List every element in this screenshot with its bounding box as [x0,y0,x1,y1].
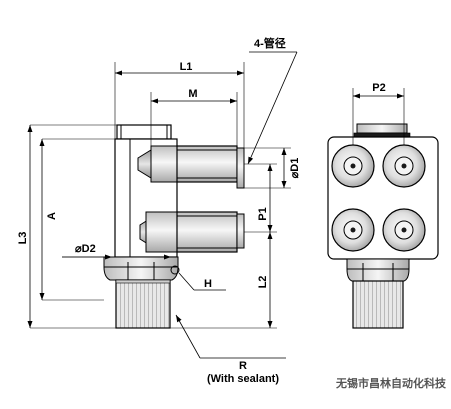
label-with-sealant: (With sealant) [207,373,279,385]
label-D1: ⌀D1 [289,158,301,179]
port-bottom-right [382,208,426,252]
end-view [327,123,439,329]
label-P2: P2 [372,82,385,94]
port-bottom-left [331,208,375,252]
label-P1: P1 [257,207,269,220]
threaded-stem [115,279,171,329]
front-view [103,124,245,329]
end-view-hex-nut [346,258,410,282]
label-L3: L3 [17,232,29,245]
label-H: H [204,278,212,290]
lower-port [139,211,245,253]
end-view-threaded-stem [352,280,404,329]
upper-port [137,145,245,189]
port-top-left [331,144,375,188]
label-A: A [46,212,58,220]
credit-text: 无锡市昌林自动化科技 [335,376,447,390]
label-R: R [239,360,247,372]
port-top-right [382,144,426,188]
top-cap [116,124,172,140]
tube-leader [247,51,298,165]
label-L2: L2 [257,276,269,289]
thread-leader [175,314,201,359]
label-D2: ⌀D2 [75,243,96,255]
label-L1: L1 [180,61,193,73]
hex-nut [103,256,179,281]
label-tube-count: 4-管径 [254,36,286,50]
label-M: M [188,88,197,100]
hex-callout [170,265,180,275]
end-view-top-cap [356,123,408,134]
